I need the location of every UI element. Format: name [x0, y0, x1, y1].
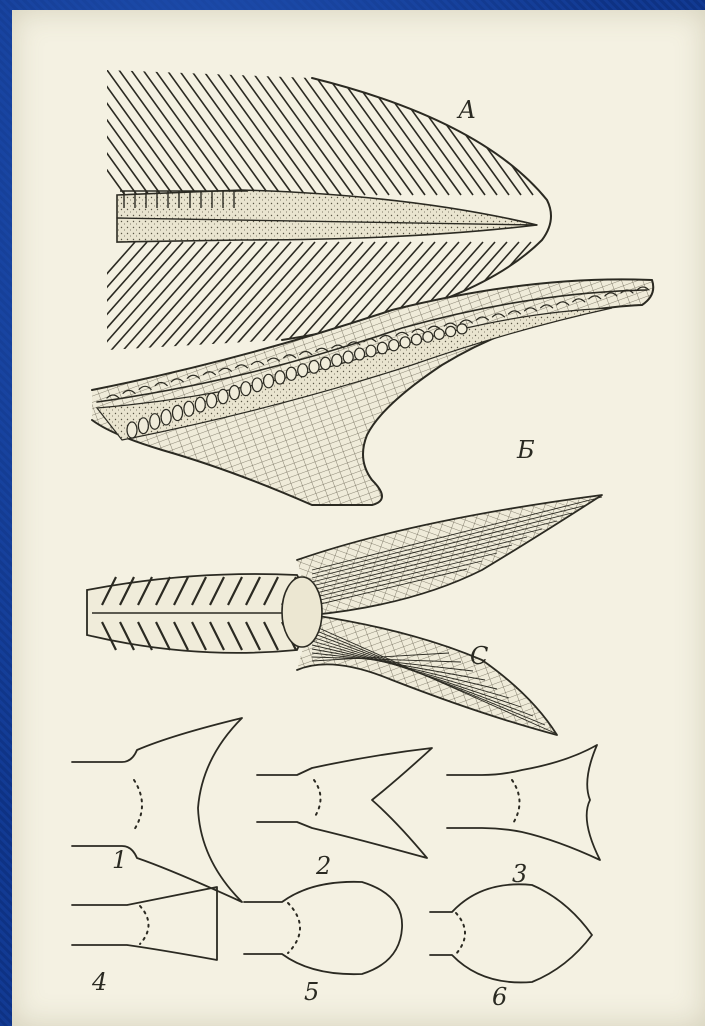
tail-shape-2 [257, 748, 432, 858]
fin-ray [575, 70, 665, 195]
fin-ray [203, 70, 293, 195]
fin-ray [347, 70, 437, 195]
vertebra [184, 401, 194, 416]
tail-shape-5 [244, 882, 402, 974]
fin-ray [539, 70, 629, 195]
fin-ray [179, 70, 269, 195]
fin-ray [359, 70, 449, 195]
vertebra [298, 364, 308, 377]
fish-tail-diagram: А Б [12, 10, 705, 1026]
fin-ray [239, 70, 329, 195]
figure-sheet: А Б [12, 10, 705, 1026]
vertebra [423, 332, 433, 343]
vertebra [411, 334, 421, 345]
vertebra [218, 389, 228, 403]
vertebra [229, 385, 239, 399]
vertebra [366, 345, 376, 357]
vertebra [264, 374, 274, 388]
fin-ray [95, 70, 185, 195]
fin-ray [419, 70, 509, 195]
fin-ray [47, 70, 137, 195]
panel-label-a: А [456, 96, 476, 124]
fin-ray [467, 70, 557, 195]
vertebra [355, 348, 365, 360]
fin-ray [311, 70, 401, 195]
vertebra [161, 410, 171, 425]
fin-ray [527, 70, 617, 195]
fin-ray [143, 70, 233, 195]
fin-ray [431, 70, 521, 195]
panel-label-b: Б [516, 436, 535, 464]
tail-shape-1 [72, 718, 242, 902]
fin-ray [491, 70, 581, 195]
fin-ray [107, 70, 197, 195]
panel-label-c: С [470, 642, 488, 670]
vertebra [173, 405, 183, 420]
vertebra [309, 361, 319, 374]
fin-ray [191, 70, 281, 195]
fin-ray [563, 70, 653, 195]
tail-shape-6 [430, 884, 592, 982]
fin-ray [71, 70, 161, 195]
vertebra [343, 351, 353, 363]
fin-ray [323, 70, 413, 195]
vertebra [389, 340, 399, 351]
vertebra [138, 418, 148, 434]
fin-ray [515, 70, 605, 195]
vertebra [332, 354, 342, 366]
fin-ray [131, 70, 221, 195]
vertebra [286, 367, 296, 380]
fin-ray [251, 70, 341, 195]
fin-ray [227, 70, 317, 195]
fin-ray [83, 70, 173, 195]
tail-shape-4 [72, 887, 217, 960]
vertebra [457, 324, 467, 334]
vertebra [434, 329, 444, 339]
fin-ray [119, 70, 209, 195]
fin-ray [215, 70, 305, 195]
fin-ray [35, 70, 125, 195]
tail-number-5: 5 [304, 978, 319, 1006]
vertebra [195, 397, 205, 412]
vertebra [150, 414, 160, 430]
tail-number-4: 4 [91, 968, 107, 996]
fin-ray [155, 70, 245, 195]
vertebra [252, 378, 262, 392]
tail-number-6: 6 [492, 983, 507, 1011]
vertebra [207, 393, 217, 408]
tail-number-1: 1 [112, 846, 127, 874]
fin-ray [263, 70, 353, 195]
fin-ray [167, 70, 257, 195]
fin-ray [455, 70, 545, 195]
fin-ray [299, 70, 389, 195]
fin-ray [443, 70, 533, 195]
tail-figure-c: С [87, 480, 622, 750]
vertebra [377, 342, 387, 353]
fin-ray [371, 70, 461, 195]
fin-ray [59, 70, 149, 195]
fin-ray [395, 70, 485, 195]
vertebra [320, 357, 330, 369]
vertebra [275, 371, 285, 384]
tail-shape-3 [447, 745, 600, 860]
vertebra [446, 326, 456, 336]
fin-ray [287, 70, 377, 195]
fin-ray [551, 70, 641, 195]
tail-number-3: 3 [512, 860, 527, 888]
vertebra [241, 382, 251, 396]
vertebra [127, 422, 137, 438]
tail-number-2: 2 [315, 852, 331, 880]
vertebra [400, 337, 410, 348]
fin-ray [503, 70, 593, 195]
fin-ray [407, 70, 497, 195]
